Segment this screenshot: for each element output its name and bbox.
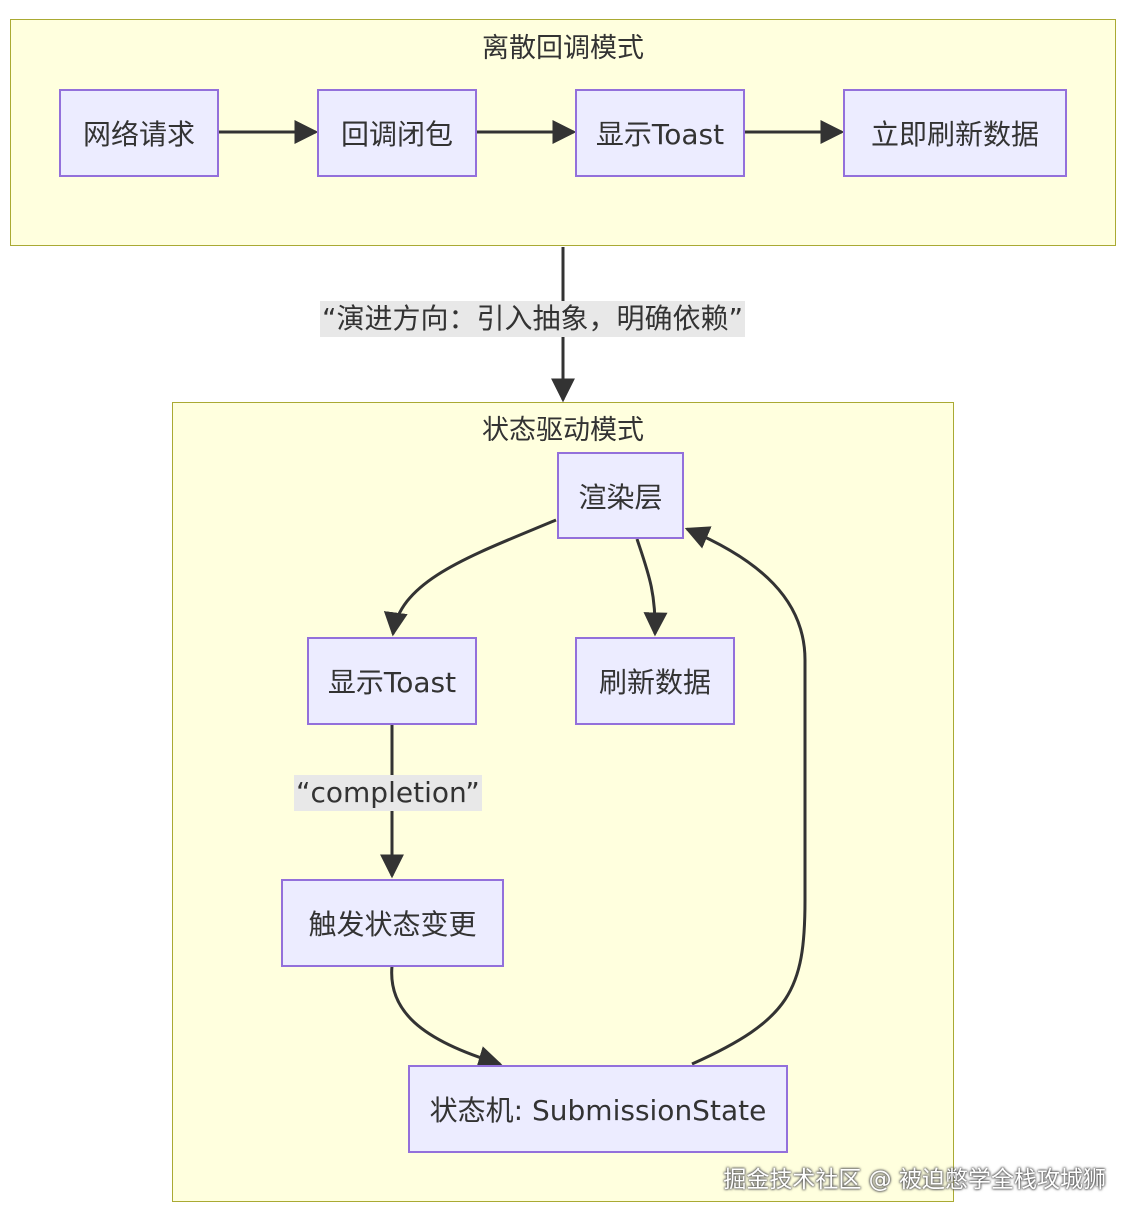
- edge-statemachine-to-render: [684, 526, 807, 1066]
- node-refresh-data: 刷新数据: [575, 637, 735, 725]
- cluster-title-discrete-callback: 离散回调模式: [482, 33, 644, 64]
- node-network-request: 网络请求: [59, 89, 219, 177]
- node-state-machine: 状态机: SubmissionState: [408, 1065, 788, 1153]
- edge-render-to-toast: [383, 518, 557, 637]
- edge-render-to-refresh: [635, 538, 668, 637]
- node-show-toast-top: 显示Toast: [575, 89, 745, 177]
- edge-trigger-to-statemachine: [390, 965, 503, 1070]
- cluster-title-state-driven: 状态驱动模式: [482, 415, 644, 446]
- node-callback-closure: 回调闭包: [317, 89, 477, 177]
- edge-label-completion: “completion”: [294, 775, 482, 811]
- watermark-text: 掘金技术社区 @ 被迫憋学全栈攻城狮: [723, 1167, 1106, 1193]
- edge-label-evolution: “演进方向：引入抽象，明确依赖”: [320, 301, 746, 337]
- node-refresh-now: 立即刷新数据: [843, 89, 1067, 177]
- node-show-toast-bottom: 显示Toast: [307, 637, 477, 725]
- node-render-layer: 渲染层: [557, 452, 684, 539]
- node-trigger-state-change: 触发状态变更: [281, 879, 504, 967]
